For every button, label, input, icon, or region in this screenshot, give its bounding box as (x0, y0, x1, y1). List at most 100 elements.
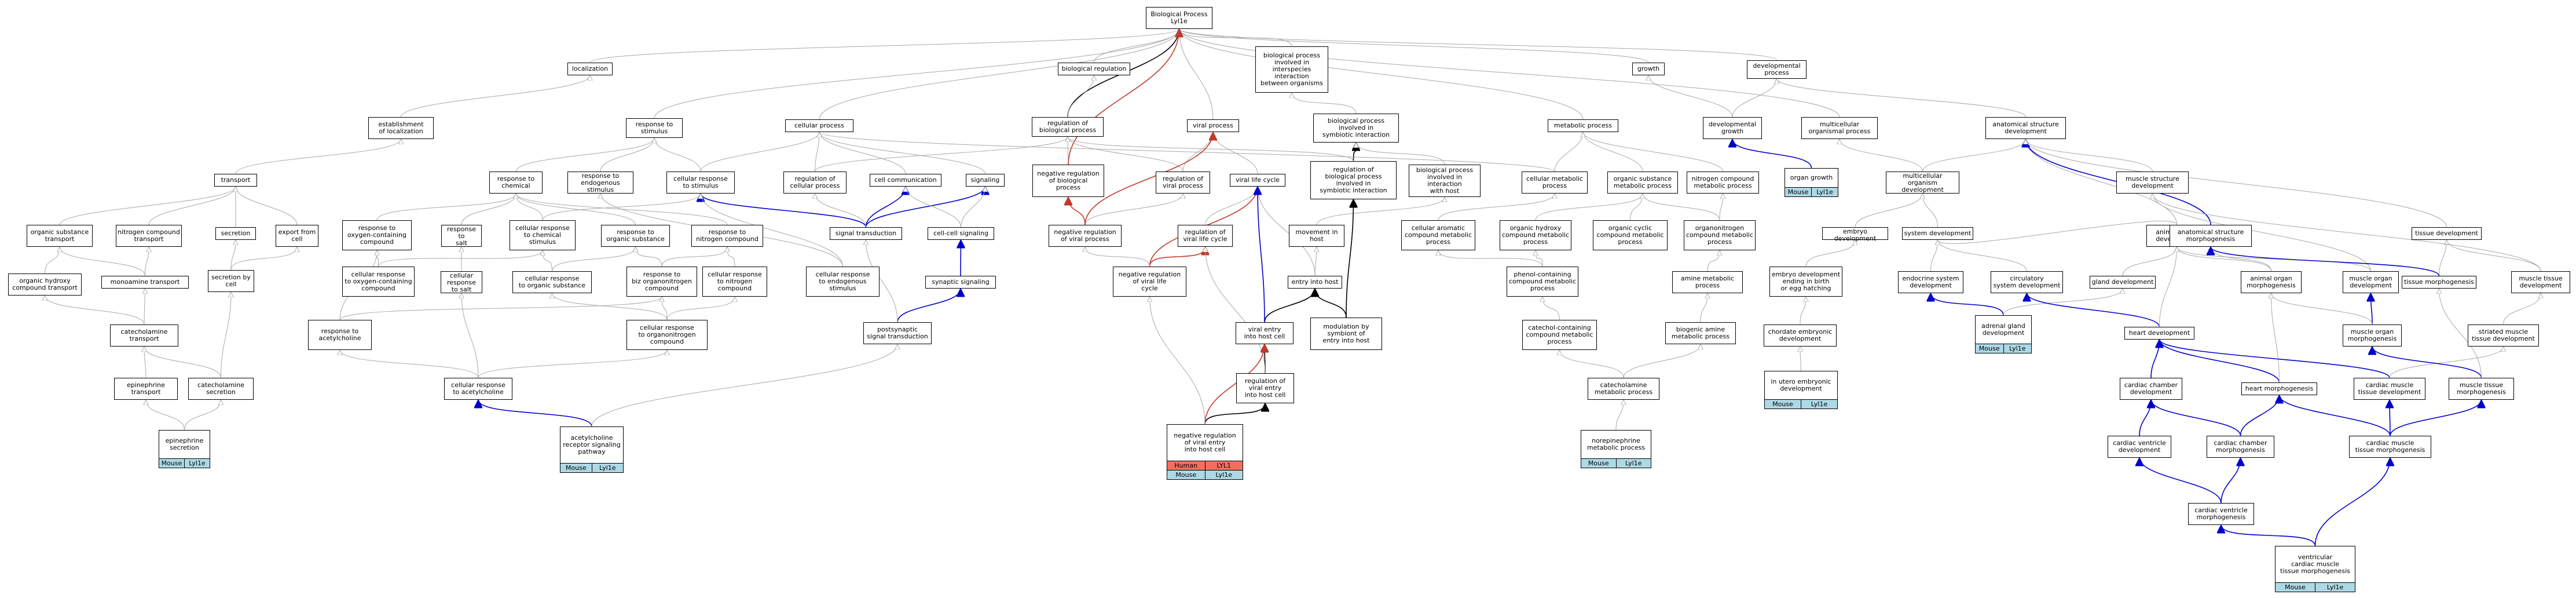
term-cellcomm[interactable]: cell communication (870, 174, 941, 187)
term-phenol[interactable]: phenol-containing compound metabolic pro… (1507, 267, 1578, 297)
term-loc[interactable]: localization (567, 63, 613, 75)
term-nitrotrans[interactable]: nitrogen compound transport (116, 225, 182, 247)
term-entryhost[interactable]: entry into host (1288, 276, 1342, 289)
term-cellrespbiz[interactable]: cellular response to organonitrogen comp… (626, 320, 708, 350)
term-resporg[interactable]: response to organic substance (601, 225, 670, 247)
term-tissuemorph[interactable]: tissue morphogenesis (2402, 276, 2476, 289)
term-catmetab[interactable]: catecholamine metabolic process (1588, 378, 1659, 400)
term-respchem[interactable]: response to chemical (489, 172, 543, 194)
term-orghydtrans[interactable]: organic hydroxy compound transport (8, 274, 82, 296)
term-orghydroxy[interactable]: organic hydroxy compound metabolic proce… (1500, 220, 1571, 250)
term-cardmuscmorph[interactable]: cardiac muscle tissue morphogenesis (2349, 436, 2431, 458)
term-heartmorph[interactable]: heart morphogenesis (2241, 382, 2317, 395)
term-embryoend[interactable]: embryo development ending in birth or eg… (1769, 267, 1842, 297)
term-regcell[interactable]: regulation of cellular process (783, 172, 847, 194)
term-regviral[interactable]: regulation of viral process (1156, 172, 1210, 194)
term-cardventdev[interactable]: cardiac ventricle development (2108, 436, 2171, 458)
term-respsalt[interactable]: response to salt (441, 225, 482, 247)
term-estloc[interactable]: establishment of localization (368, 117, 434, 139)
term-cellproc[interactable]: cellular process (785, 119, 853, 132)
term-synsig[interactable]: synaptic signaling (925, 276, 996, 289)
term-cellrespnitro[interactable]: cellular response to nitrogen compound (702, 267, 767, 297)
term-chordate[interactable]: chordate embryonic development (1764, 324, 1837, 347)
term-viralentry[interactable]: viral entry into host cell (1236, 322, 1294, 344)
term-cellmetab[interactable]: cellular metabolic process (1522, 172, 1588, 194)
term-circsys[interactable]: circulatory system development (1991, 271, 2063, 293)
term-animalorgmorph[interactable]: animal organ morphogenesis (2241, 271, 2302, 293)
term-embryodev[interactable]: embryo development (1822, 227, 1888, 242)
term-respstim[interactable]: response to stimulus (626, 118, 683, 138)
term-negregviralcycle[interactable]: negative regulation of viral life cycle (1113, 267, 1186, 297)
term-orgcyclic[interactable]: organic cyclic compound metabolic proces… (1593, 220, 1668, 250)
term-bphost[interactable]: biological process involved in interacti… (1409, 165, 1481, 197)
term-biogenic[interactable]: biogenic amine metabolic process (1665, 322, 1736, 344)
term-cellrespchem[interactable]: cellular response to chemical stimulus (510, 220, 576, 250)
term-endosys[interactable]: endocrine system development (1898, 271, 1963, 293)
term-musctissmorph[interactable]: muscle tissue morphogenesis (2449, 378, 2514, 400)
term-regbp[interactable]: regulation of biological process (1032, 117, 1104, 137)
term-cattrans[interactable]: catecholamine transport (110, 324, 178, 347)
term-cellresp[interactable]: cellular response to stimulus (666, 172, 735, 194)
term-aminemetab[interactable]: amine metabolic process (1672, 271, 1743, 293)
term-monotrans[interactable]: monoamine transport (101, 276, 189, 289)
term-cellrespoxy[interactable]: cellular response to oxygen-containing c… (342, 267, 415, 297)
term-cellarom[interactable]: cellular aromatic compound metabolic pro… (1401, 220, 1475, 250)
term-devproc[interactable]: developmental process (1747, 60, 1807, 79)
term-multidev[interactable]: multicellular organism development (1886, 172, 1959, 194)
term-devgrowth[interactable]: developmental growth (1703, 117, 1762, 139)
term-ventcardmusc[interactable]: ventricular cardiac muscle tissue morpho… (2275, 546, 2355, 592)
term-secrcell[interactable]: secretion by cell (208, 270, 254, 292)
term-transport[interactable]: transport (214, 174, 257, 187)
term-muscleorgdev[interactable]: muscle organ development (2343, 271, 2399, 293)
term-metab[interactable]: metabolic process (1548, 119, 1618, 132)
term-viralcycle[interactable]: viral life cycle (1230, 174, 1285, 187)
term-cellrespsalt[interactable]: cellular response to salt (441, 271, 482, 293)
term-epitrans[interactable]: epinephrine transport (114, 378, 178, 400)
term-bp[interactable]: Biological Process Lyl1e (1146, 7, 1212, 29)
term-bpsymb[interactable]: biological process involved in symbiotic… (1313, 114, 1399, 143)
term-modsymb[interactable]: modulation by symbiont of entry into hos… (1310, 318, 1382, 350)
term-cardventmorph[interactable]: cardiac ventricle morphogenesis (2188, 503, 2254, 525)
term-regviralcycle[interactable]: regulation of viral life cycle (1178, 225, 1233, 247)
term-achpath[interactable]: acetylcholine receptor signaling pathway… (560, 426, 624, 473)
term-anatdev[interactable]: anatomical structure development (1985, 117, 2066, 139)
term-movhost[interactable]: movement in host (1289, 225, 1344, 247)
term-respendo[interactable]: response to endogenous stimulus (567, 172, 633, 194)
term-negregentry[interactable]: negative regulation of viral entry into … (1167, 424, 1243, 480)
term-cardmuscdev[interactable]: cardiac muscle tissue development (2354, 378, 2425, 400)
term-breg[interactable]: biological regulation (1058, 63, 1130, 75)
term-negregbp[interactable]: negative regulation of biological proces… (1032, 165, 1104, 197)
term-glanddev[interactable]: gland development (2090, 276, 2156, 289)
term-bpinter[interactable]: biological process involved in interspec… (1255, 46, 1328, 93)
term-respnitro[interactable]: response to nitrogen compound (691, 225, 763, 247)
term-postsyn[interactable]: postsynaptic signal transduction (863, 322, 932, 344)
term-signaling[interactable]: signaling (966, 174, 1005, 187)
term-muscletissuedev[interactable]: muscle tissue development (2511, 271, 2570, 293)
term-cardchammorph[interactable]: cardiac chamber morphogenesis (2207, 436, 2274, 458)
term-respoxy[interactable]: response to oxygen-containing compound (342, 220, 412, 250)
term-orgsub[interactable]: organic substance metabolic process (1607, 172, 1678, 194)
term-catsecr[interactable]: catecholamine secretion (188, 378, 254, 400)
term-secretion[interactable]: secretion (215, 227, 256, 240)
term-musclestruct[interactable]: muscle structure development (2116, 172, 2189, 194)
term-muscleorgmorph[interactable]: muscle organ morphogenesis (2343, 324, 2402, 347)
term-regviralentry[interactable]: regulation of viral entry into host cell (1236, 373, 1294, 403)
term-anatmorph[interactable]: anatomical structure morphogenesis (2170, 225, 2252, 247)
term-cardchamdev[interactable]: cardiac chamber development (2120, 378, 2182, 400)
term-viralproc[interactable]: viral process (1187, 119, 1239, 132)
term-cellrespach[interactable]: cellular response to acetylcholine (444, 378, 512, 400)
term-cellcell[interactable]: cell-cell signaling (928, 227, 994, 240)
term-organonitro[interactable]: organonitrogen compound metabolic proces… (1684, 220, 1756, 250)
term-cellresporg[interactable]: cellular response to organic substance (512, 271, 592, 293)
term-growth[interactable]: growth (1632, 63, 1665, 75)
term-exportcell[interactable]: export from cell (276, 225, 318, 247)
term-sigtrans[interactable]: signal transduction (830, 227, 902, 240)
term-sysdev[interactable]: system development (1902, 227, 1973, 240)
term-multiorg[interactable]: multicellular organismal process (1801, 117, 1878, 139)
term-negregviral[interactable]: negative regulation of viral process (1049, 225, 1122, 247)
